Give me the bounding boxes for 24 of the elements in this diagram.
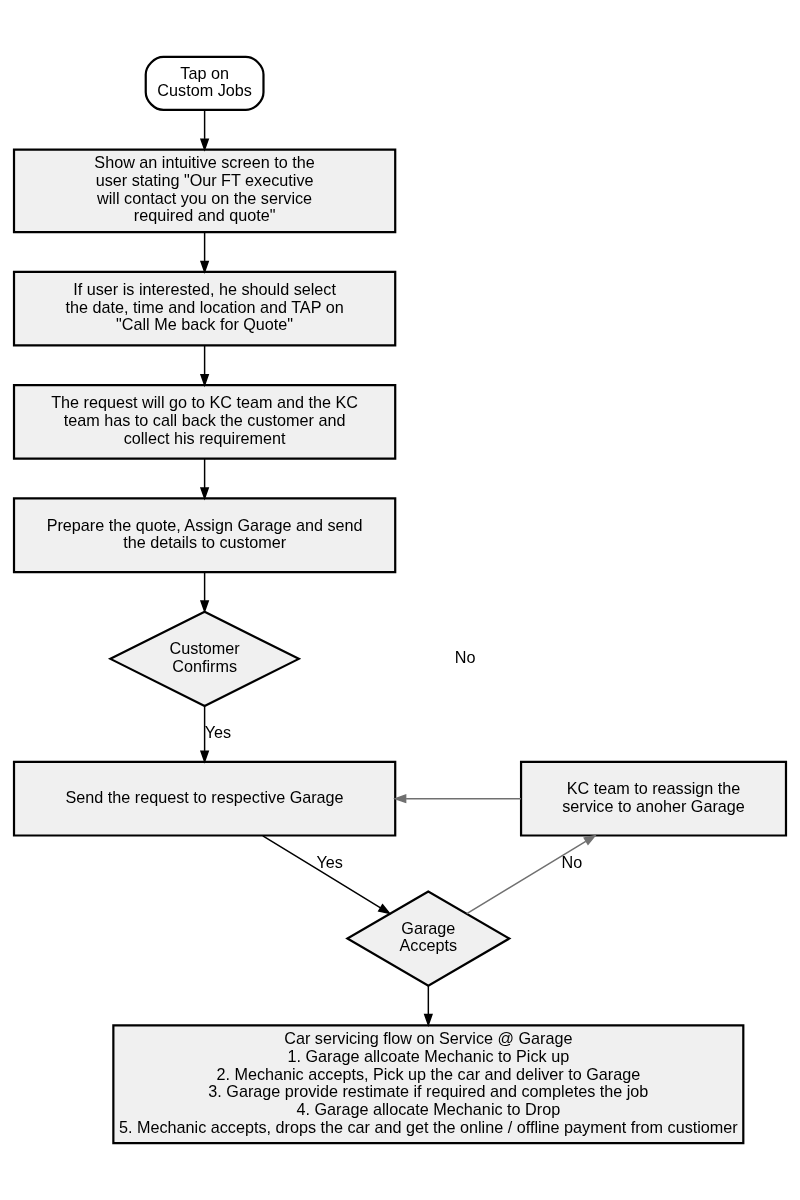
arrow [199, 231, 210, 274]
arrow [393, 794, 522, 804]
label: No [454, 648, 476, 666]
node-box: Prepare the quote, Assign Garage and send the details to customer [12, 497, 397, 574]
edge-label: Yes [204, 723, 232, 742]
node-box: Send the request to respective Garage [12, 760, 397, 837]
node-diamond: Customer Confirms [107, 610, 302, 708]
arrow [199, 109, 210, 152]
node-diamond: Garage Accepts [345, 890, 512, 987]
arrow [199, 571, 210, 614]
node-box: If user is interested, he should select the date, time and location and TAP on "Call Me back for Quote" [12, 270, 397, 347]
node-box: Tap on Custom Jobs [144, 55, 265, 111]
arrow [466, 834, 597, 915]
arrow [262, 835, 392, 915]
arrow [199, 344, 210, 388]
node-box: Car servicing flow on Service @ Garage 1. Garage allcoate Mechanic to Pick up 2. Mechanic accepts, Pick up the car and deliver to Garage 3. Garage provide restimate if required and completes the job 4. Garage allocate Mechanic to Drop 5. Mechanic accepts, drops the car and get the online / offline payment from custiomer [112, 1024, 745, 1145]
node-box: The request will go to KC team and the KC team has to call back the customer and collect his requirement [12, 384, 397, 460]
arrow [199, 458, 210, 501]
edge-label: No [561, 852, 583, 871]
arrow [199, 705, 210, 764]
node-box: Show an intuitive screen to the user stating "Our FT executive will contact you on the service required and quote" [12, 148, 397, 234]
arrow [423, 985, 433, 1028]
edge-label: Yes [316, 852, 343, 871]
node-box: KC team to reassign the service to anoher Garage [519, 760, 788, 837]
